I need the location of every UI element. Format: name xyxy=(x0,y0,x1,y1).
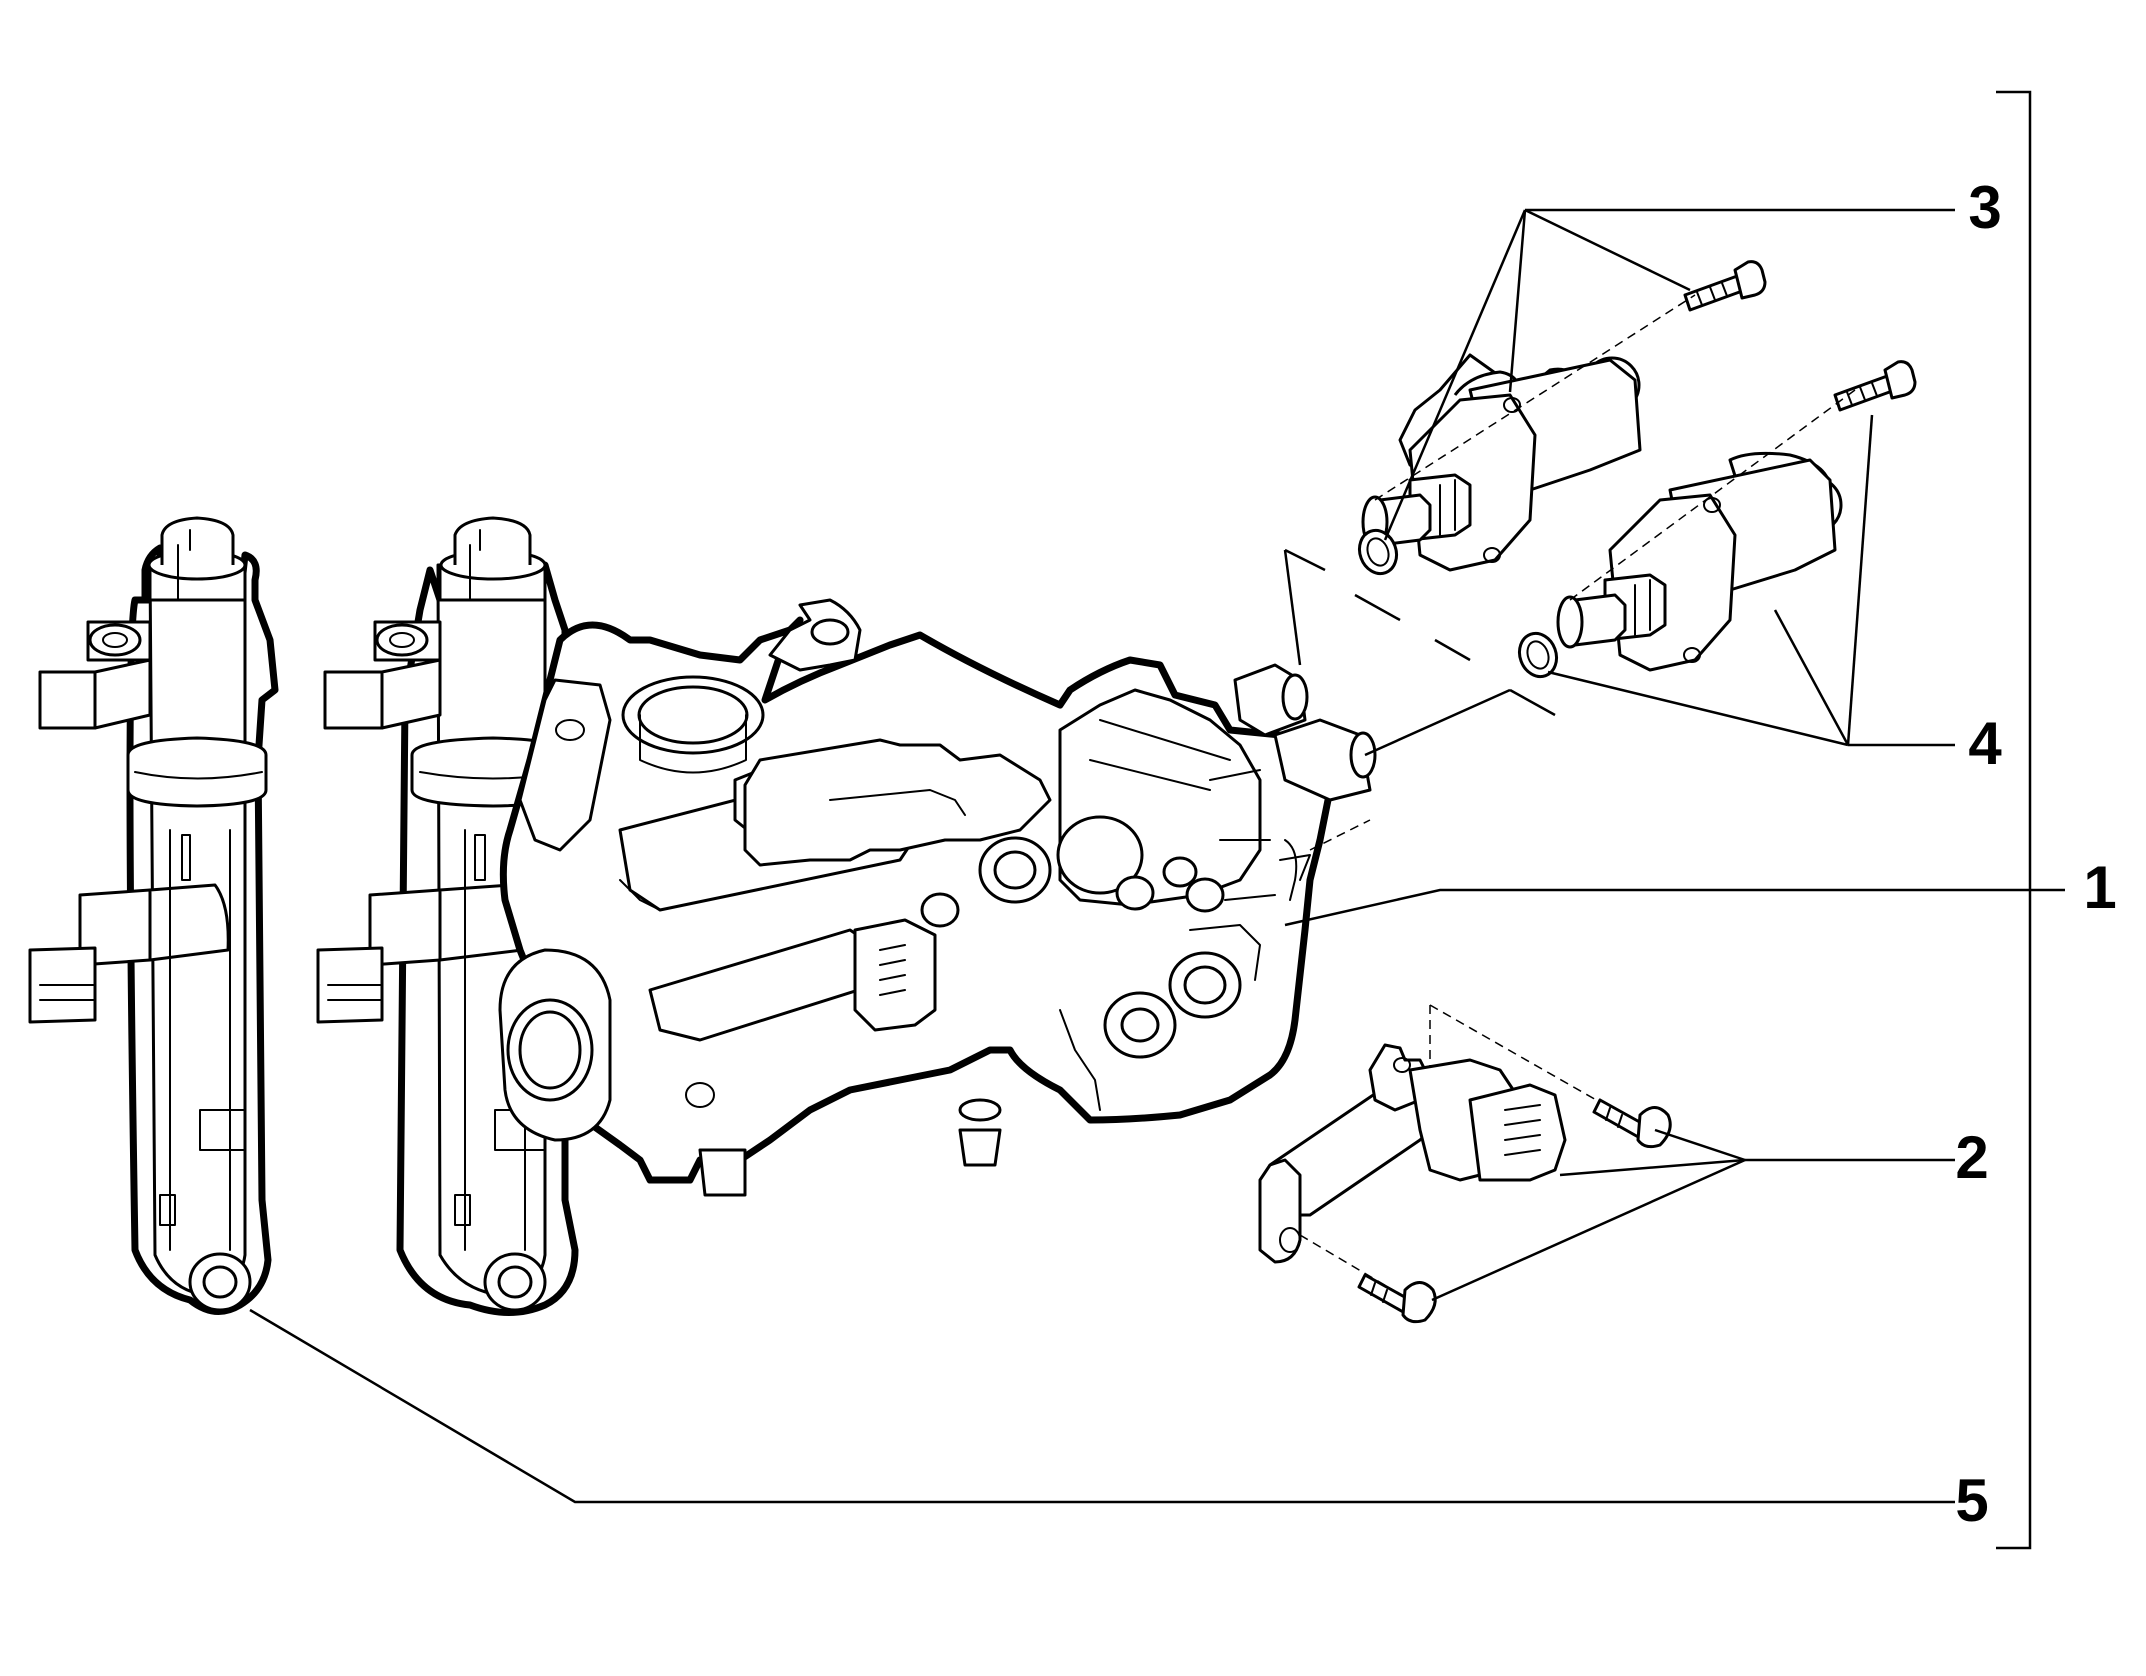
callout-2: 2 xyxy=(1955,1124,1988,1191)
o-ring-upper xyxy=(1357,528,1399,576)
solenoid-rail-left xyxy=(28,516,279,1315)
callout-3: 3 xyxy=(1968,174,2001,241)
screw-sensor-upper xyxy=(1592,1098,1672,1149)
screw-lower xyxy=(1833,360,1917,412)
callout-labels: 3 4 1 2 5 xyxy=(1955,174,2116,1534)
sensor-bracket xyxy=(1258,1043,1567,1264)
callout-1: 1 xyxy=(2083,854,2116,921)
callout-5: 5 xyxy=(1955,1467,1988,1534)
valve-body xyxy=(498,598,1377,1197)
callout-4: 4 xyxy=(1968,710,2002,777)
group-bracket xyxy=(1996,90,2032,1550)
screw-sensor-lower xyxy=(1357,1273,1437,1324)
leader-lines xyxy=(249,208,2065,1504)
break-marks xyxy=(1284,548,1556,717)
o-ring-lower xyxy=(1517,631,1559,679)
solenoid-valve-upper xyxy=(1361,353,1642,572)
solenoid-valve-lower xyxy=(1556,451,1843,672)
screw-upper xyxy=(1683,260,1767,312)
